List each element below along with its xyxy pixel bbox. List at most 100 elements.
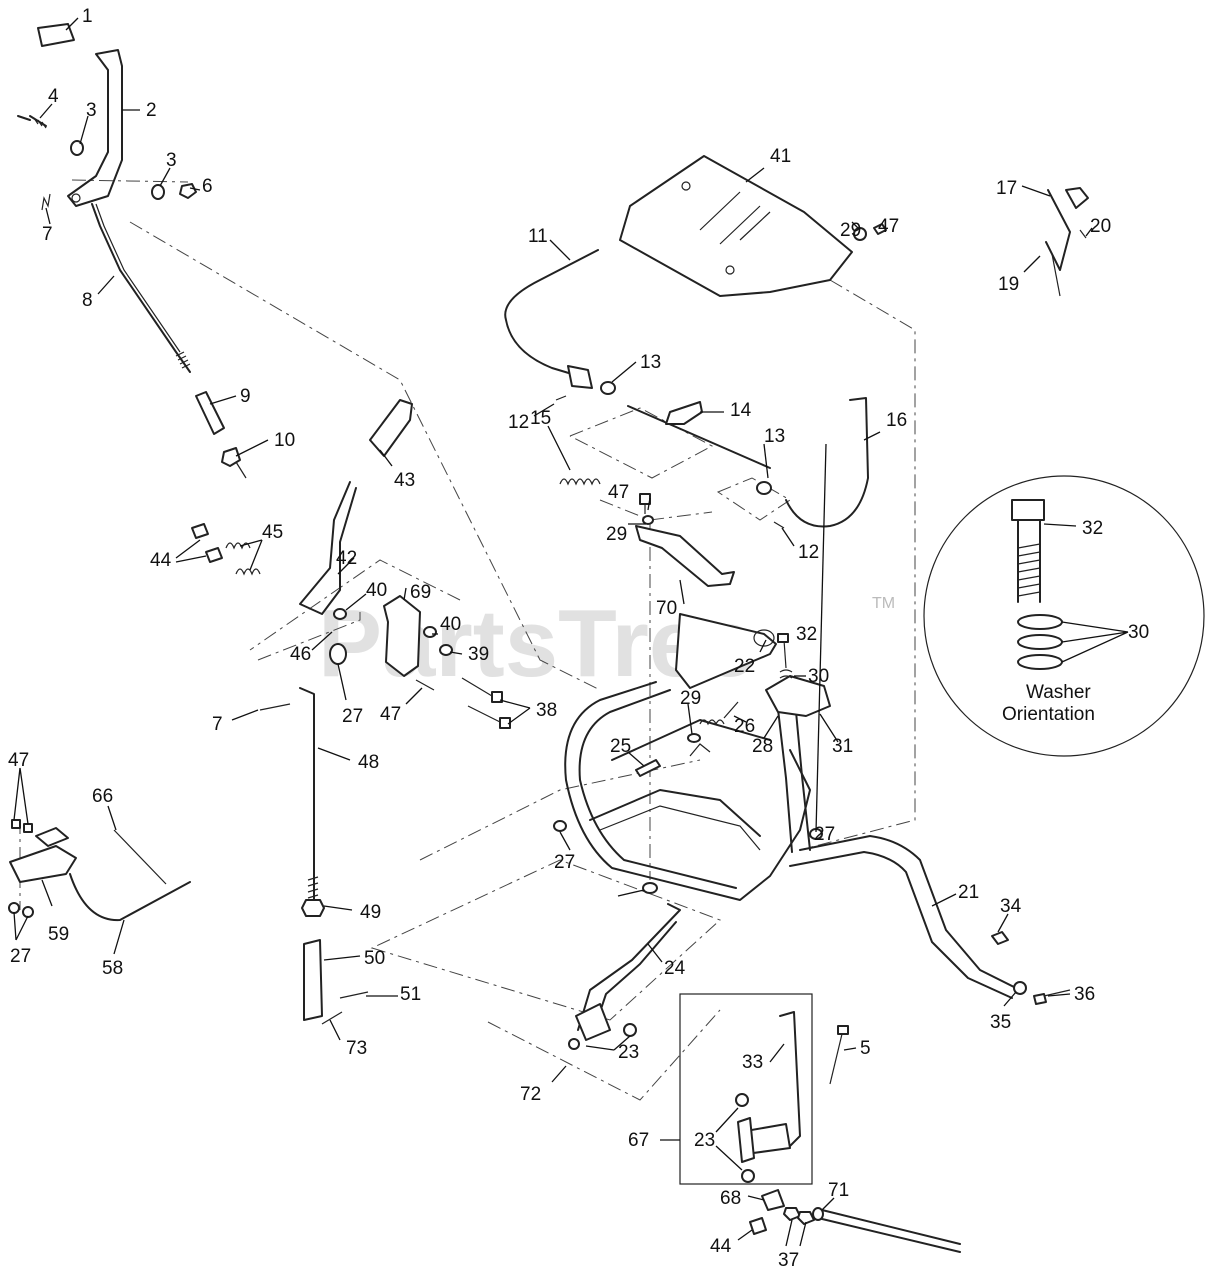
callout-41: 41 — [770, 146, 791, 167]
callout-34: 34 — [1000, 896, 1022, 917]
callout-27-b: 27 — [10, 946, 31, 967]
pedal-assembly — [17, 23, 247, 479]
callout-16: 16 — [886, 410, 907, 431]
cable-16 — [785, 397, 869, 528]
callout-47-c: 47 — [8, 750, 29, 771]
callout-10: 10 — [274, 430, 295, 451]
callout-38: 38 — [536, 700, 557, 721]
callout-68: 68 — [720, 1188, 741, 1209]
callout-21: 21 — [958, 882, 979, 903]
callout-23-b: 23 — [694, 1130, 715, 1151]
callout-30-inset: 30 — [1128, 622, 1149, 643]
spring-15 — [559, 478, 601, 486]
callout-44-b: 44 — [710, 1236, 732, 1257]
callout-71: 71 — [828, 1180, 849, 1201]
callout-32-a: 32 — [796, 624, 817, 645]
callout-45: 45 — [262, 522, 283, 543]
callout-27-a: 27 — [342, 706, 363, 727]
callout-70: 70 — [656, 598, 677, 619]
callout-20: 20 — [1090, 216, 1111, 237]
lower-left-pedal — [8, 819, 191, 922]
callout-12-b: 12 — [798, 542, 819, 563]
callout-59: 59 — [48, 924, 69, 945]
callout-17: 17 — [996, 178, 1017, 199]
arm-33-group — [679, 993, 961, 1253]
callout-23-a: 23 — [618, 1042, 639, 1063]
callout-11: 11 — [528, 226, 548, 247]
callout-30-a: 30 — [808, 666, 829, 687]
arm-33 — [779, 1011, 801, 1147]
callout-37: 37 — [778, 1250, 799, 1271]
callout-36: 36 — [1074, 984, 1095, 1005]
arm-24-group — [568, 903, 681, 1050]
bolt-4 — [17, 115, 47, 127]
callout-28: 28 — [752, 736, 773, 757]
pedal-bracket — [9, 845, 77, 883]
callout-5: 5 — [860, 1038, 871, 1059]
callout-13-a: 13 — [640, 352, 661, 373]
callout-24: 24 — [664, 958, 686, 979]
callout-51: 51 — [400, 984, 421, 1005]
callout-39: 39 — [468, 644, 489, 665]
upper-linkage — [504, 155, 887, 587]
yoke-50 — [303, 939, 323, 1021]
pedal-arm — [67, 49, 123, 207]
rod-14 — [627, 405, 771, 469]
callout-48: 48 — [358, 752, 379, 773]
callout-35: 35 — [990, 1012, 1011, 1033]
callout-26: 26 — [734, 716, 755, 737]
callout-7-a: 7 — [42, 224, 53, 245]
callout-2: 2 — [146, 100, 157, 121]
callout-27-c: 27 — [814, 824, 835, 845]
callout-4: 4 — [48, 86, 59, 107]
callout-50: 50 — [364, 948, 385, 969]
inset-caption-line1: Washer — [1026, 682, 1091, 703]
callout-3-a: 3 — [86, 100, 97, 121]
throttle-assembly — [1045, 187, 1089, 297]
callout-1: 1 — [82, 6, 93, 27]
callout-33: 33 — [742, 1052, 763, 1073]
tube-22 — [675, 613, 777, 689]
rod-58 — [69, 873, 191, 922]
inset-box-67 — [679, 993, 813, 1185]
callout-19: 19 — [998, 274, 1019, 295]
housing-31 — [765, 675, 831, 717]
callout-44-a: 44 — [150, 550, 172, 571]
callout-58: 58 — [102, 958, 123, 979]
callout-8: 8 — [82, 290, 93, 311]
shift-lever — [299, 481, 357, 615]
shift-rod — [299, 687, 315, 901]
callout-40-b: 40 — [440, 614, 461, 635]
callout-13-b: 13 — [764, 426, 785, 447]
callout-42: 42 — [336, 548, 357, 569]
callout-29-c: 29 — [680, 688, 701, 709]
callout-31: 31 — [832, 736, 853, 757]
inset-caption-line2: Orientation — [1002, 704, 1095, 725]
rod-sleeve — [195, 391, 225, 435]
pedal-pad — [37, 23, 75, 47]
callout-46: 46 — [290, 644, 311, 665]
callout-67: 67 — [628, 1130, 649, 1151]
callout-27-d: 27 — [554, 852, 575, 873]
callout-43: 43 — [394, 470, 415, 491]
shift-lever-assembly — [191, 399, 511, 1025]
callout-14: 14 — [730, 400, 752, 421]
washer-orientation-inset: Washer Orientation — [923, 475, 1205, 757]
cable-11 — [504, 249, 599, 375]
leader-lines — [13, 17, 1129, 1247]
callout-29-b: 29 — [606, 524, 627, 545]
callout-9: 9 — [240, 386, 251, 407]
callout-6: 6 — [202, 176, 213, 197]
callout-47-d: 47 — [608, 482, 629, 503]
callout-49: 49 — [360, 902, 381, 923]
callout-47-b: 47 — [380, 704, 401, 725]
alignment-lines — [19, 179, 916, 1101]
shift-knob — [369, 399, 413, 457]
callout-40-a: 40 — [366, 580, 387, 601]
callout-73: 73 — [346, 1038, 367, 1059]
callout-47-a: 47 — [878, 216, 899, 237]
callout-3-b: 3 — [166, 150, 177, 171]
callout-7-b: 7 — [212, 714, 223, 735]
main-frame — [553, 613, 1071, 1005]
